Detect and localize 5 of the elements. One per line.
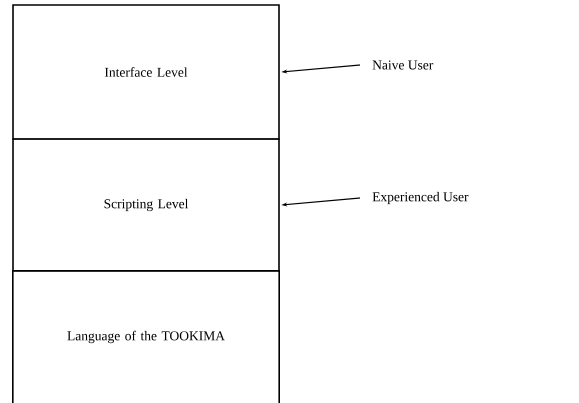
level-box: Scripting Level <box>12 138 280 272</box>
user-label: Naive User <box>372 60 434 70</box>
level-box: Interface Level <box>12 4 280 140</box>
user-label: Experienced User <box>372 192 468 204</box>
level-box: Language of the TOOKIMA <box>12 270 280 403</box>
